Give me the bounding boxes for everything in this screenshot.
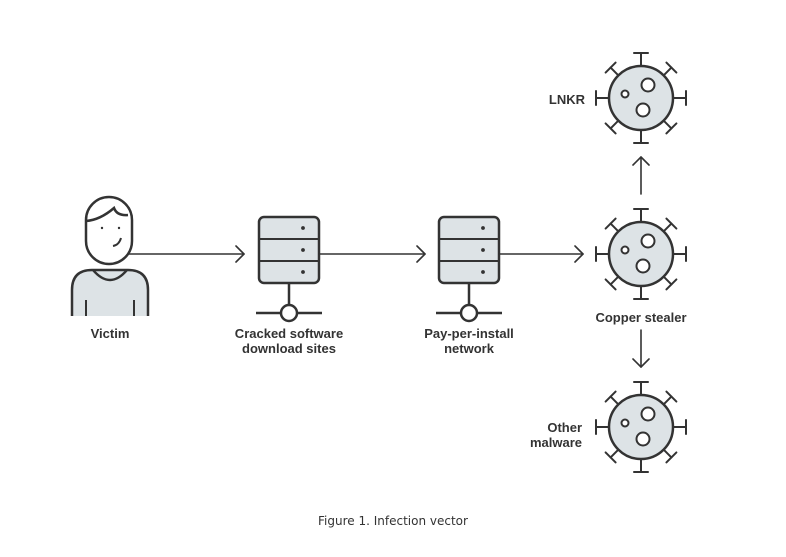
lnkr-label: LNKR (548, 92, 585, 107)
victim-label: Victim (90, 326, 130, 341)
copper-stealer-label: Copper stealer (595, 310, 687, 325)
lnkr-malware-icon (594, 51, 688, 145)
person-icon (70, 195, 150, 316)
arrow-copper-to-lnkr (632, 156, 650, 195)
cracked-sites-server-icon (254, 215, 324, 323)
arrow-victim-to-cracked (127, 245, 245, 263)
cracked-sites-label: Cracked software download sites (234, 326, 344, 356)
arrow-ppi-to-copper (498, 245, 584, 263)
other-malware-icon (594, 380, 688, 474)
other-malware-label: Other malware (529, 420, 582, 450)
figure-caption: Figure 1. Infection vector (318, 514, 468, 528)
ppi-network-label: Pay-per-install network (424, 326, 514, 356)
copper-stealer-malware-icon (594, 207, 688, 301)
ppi-network-server-icon (434, 215, 504, 323)
arrow-copper-to-other (632, 329, 650, 368)
arrow-cracked-to-ppi (318, 245, 426, 263)
